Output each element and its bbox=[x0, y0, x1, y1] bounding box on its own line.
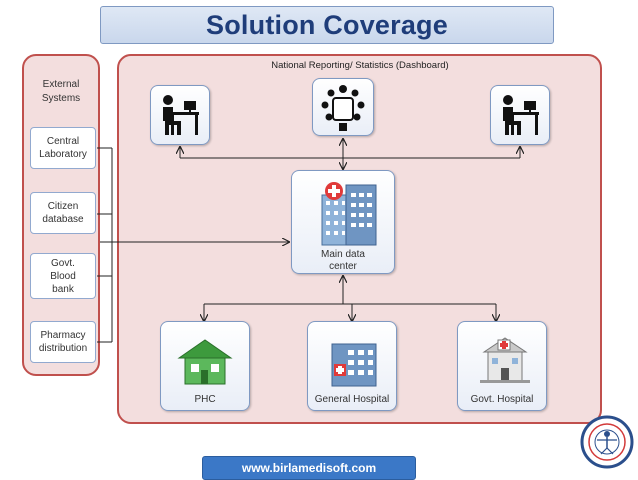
meeting-icon bbox=[321, 85, 365, 131]
external-systems-heading: External Systems bbox=[41, 79, 81, 104]
system-citizen-database: Citizen database bbox=[30, 192, 96, 234]
website-banner[interactable]: www.birlamedisoft.com bbox=[202, 456, 416, 480]
system-central-laboratory: Central Laboratory bbox=[30, 127, 96, 169]
workstation-card-right bbox=[490, 85, 550, 145]
title-banner: Solution Coverage bbox=[100, 6, 554, 44]
facility-label-general-hospital: General Hospital bbox=[314, 394, 390, 405]
hospital-building-icon bbox=[321, 182, 377, 246]
website-link[interactable]: www.birlamedisoft.com bbox=[241, 461, 377, 475]
hospital-icon bbox=[331, 343, 377, 387]
system-govt-blood-bank: Govt. Blood bank bbox=[30, 253, 96, 299]
page-title: Solution Coverage bbox=[206, 9, 448, 40]
desk-user-icon bbox=[503, 95, 539, 135]
facility-label-phc: PHC bbox=[194, 394, 216, 405]
main-data-center-card: Main data center bbox=[291, 170, 395, 274]
house-icon bbox=[177, 339, 233, 385]
system-pharmacy-distribution: Pharmacy distribution bbox=[30, 321, 96, 363]
facility-card-govt-hospital: Govt. Hospital bbox=[457, 321, 547, 411]
clinic-icon bbox=[480, 337, 530, 383]
facility-label-govt-hospital: Govt. Hospital bbox=[470, 394, 534, 405]
data-center-label: Main data center bbox=[321, 249, 365, 272]
dashboard-label: National Reporting/ Statistics (Dashboar… bbox=[271, 60, 449, 71]
meeting-card-center bbox=[312, 78, 374, 136]
company-seal-logo bbox=[580, 415, 634, 469]
desk-user-icon bbox=[163, 95, 199, 135]
facility-card-general-hospital: General Hospital bbox=[307, 321, 397, 411]
workstation-card-left bbox=[150, 85, 210, 145]
facility-card-phc: PHC bbox=[160, 321, 250, 411]
